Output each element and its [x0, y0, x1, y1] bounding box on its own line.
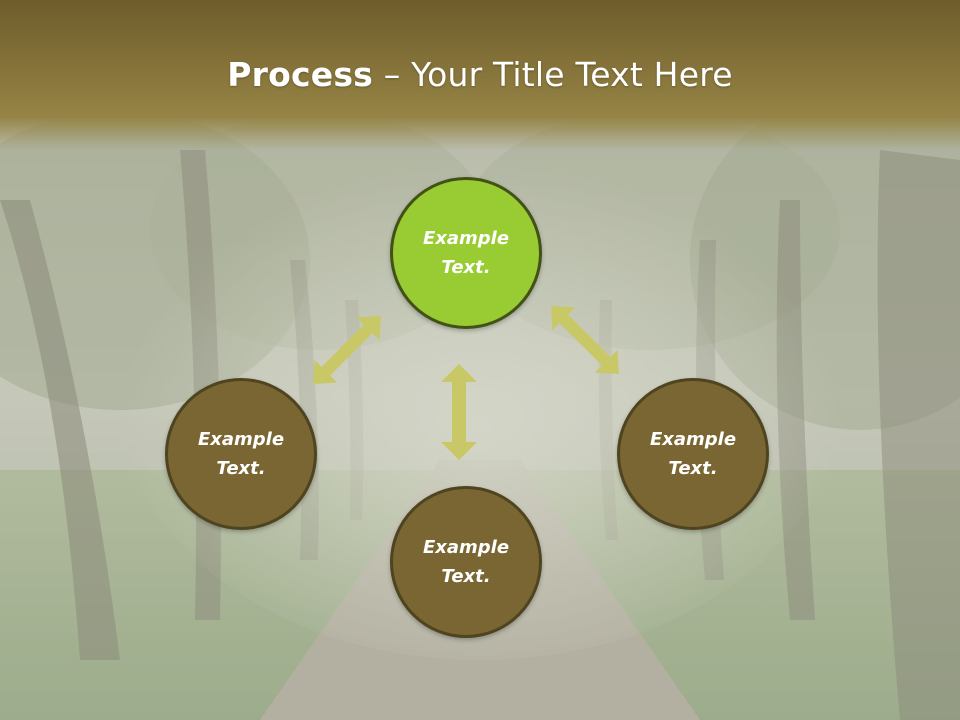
node-top-label: Example Text. — [422, 228, 510, 278]
double-arrow-top-right — [551, 306, 619, 374]
node-left-label: Example Text. — [197, 429, 285, 479]
process-node-left: Example Text. — [165, 378, 317, 530]
slide-title: Process – Your Title Text Here — [0, 52, 960, 98]
title-rest-part: – Your Title Text Here — [373, 55, 733, 94]
process-node-bottom: Example Text. — [390, 486, 542, 638]
process-node-right: Example Text. — [617, 378, 769, 530]
title-band — [0, 0, 960, 150]
node-right-label: Example Text. — [649, 429, 737, 479]
process-node-top: Example Text. — [390, 177, 542, 329]
double-arrow-top-left — [313, 316, 381, 384]
title-bold-part: Process — [227, 55, 374, 94]
double-arrow-vertical — [441, 364, 477, 460]
node-bottom-label: Example Text. — [422, 537, 510, 587]
